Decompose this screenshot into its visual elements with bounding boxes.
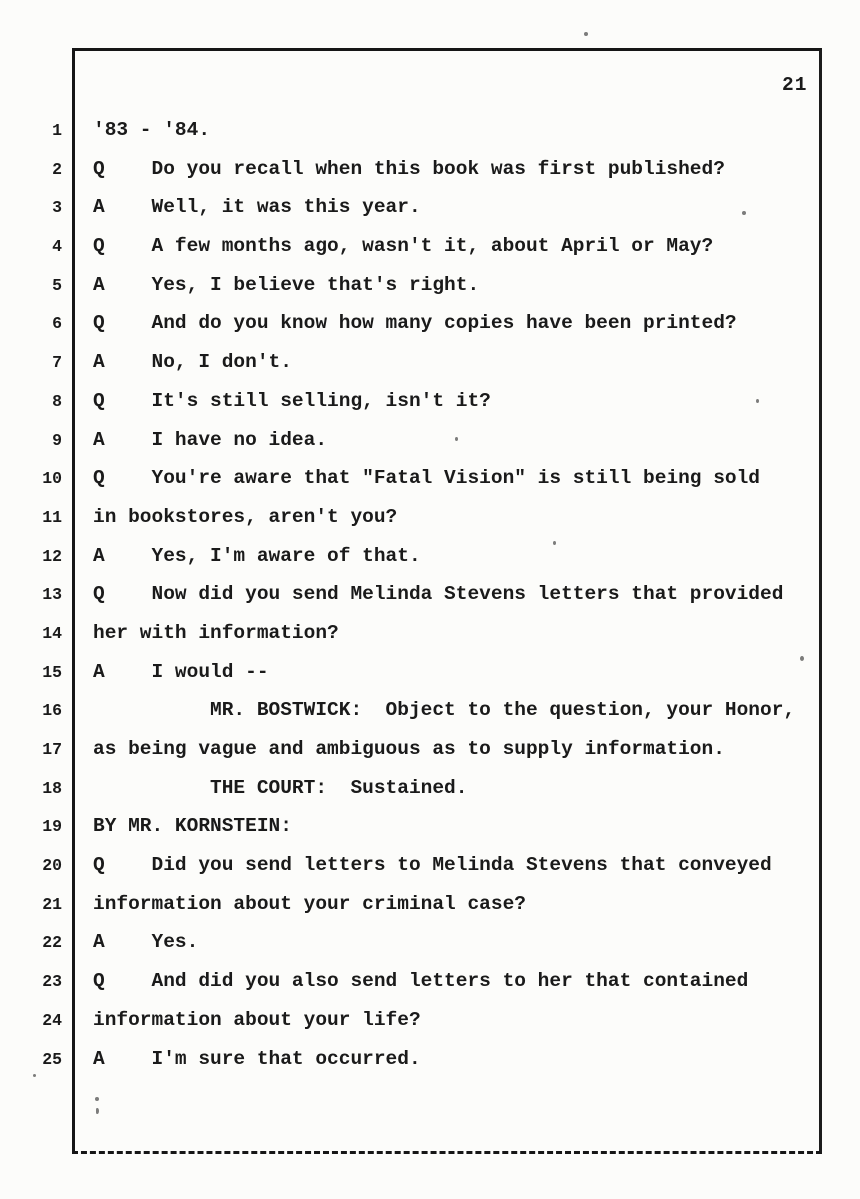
line-number: 22 [42, 933, 62, 953]
transcript-line: 8 Q It's still selling, isn't it? [0, 390, 860, 429]
line-text: MR. BOSTWICK: Object to the question, yo… [93, 699, 796, 722]
line-number: 4 [52, 237, 62, 257]
scan-artifact [756, 399, 759, 403]
line-number: 7 [52, 353, 62, 373]
page-border-frame [72, 48, 822, 1154]
line-number: 9 [52, 430, 62, 450]
transcript-line: 14 her with information? [0, 622, 860, 661]
line-text: A I would -- [93, 660, 269, 683]
transcript-line: 20 Q Did you send letters to Melinda Ste… [0, 854, 860, 893]
transcript-line: 5 A Yes, I believe that's right. [0, 274, 860, 313]
scan-artifact [553, 541, 556, 545]
line-number: 1 [52, 121, 62, 140]
transcript-line: 17 as being vague and ambiguous as to su… [0, 738, 860, 777]
line-number: 23 [42, 972, 62, 992]
line-number: 25 [42, 1049, 62, 1069]
transcript-line: 7 A No, I don't. [0, 351, 860, 390]
line-number: 6 [52, 314, 62, 334]
transcript-line: 9 A I have no idea. [0, 429, 860, 468]
line-number: 3 [52, 198, 62, 218]
line-text: THE COURT: Sustained. [93, 776, 468, 799]
line-number: 20 [42, 856, 62, 876]
line-text: A I have no idea. [93, 428, 328, 451]
line-number: 17 [42, 740, 62, 759]
scan-artifact [455, 437, 458, 441]
line-number: 19 [42, 817, 62, 837]
line-text: Q Do you recall when this book was first… [93, 157, 725, 180]
line-text: A Yes. [93, 931, 199, 954]
line-text: A Well, it was this year. [93, 196, 421, 219]
line-text: Q Did you send letters to Melinda Steven… [93, 854, 772, 877]
line-text: information about your life? [93, 1008, 421, 1031]
scan-artifact [95, 1097, 99, 1101]
line-text: A Yes, I'm aware of that. [93, 544, 421, 567]
line-number: 8 [52, 391, 62, 411]
line-number: 15 [42, 662, 62, 682]
line-text: A Yes, I believe that's right. [93, 273, 480, 296]
transcript-line: 11 in bookstores, aren't you? [0, 506, 860, 545]
line-number: 12 [42, 546, 62, 566]
line-text: her with information? [93, 621, 339, 644]
transcript-line: 12 A Yes, I'm aware of that. [0, 545, 860, 584]
transcript-line: 4 Q A few months ago, wasn't it, about A… [0, 235, 860, 274]
line-text: '83 - '84. [93, 119, 211, 141]
line-text: information about your criminal case? [93, 892, 526, 915]
line-text: in bookstores, aren't you? [93, 505, 398, 528]
transcript-line: 21 information about your criminal case? [0, 893, 860, 932]
transcript-line: 2 Q Do you recall when this book was fir… [0, 158, 860, 197]
scan-artifact [33, 1074, 36, 1077]
line-number: 16 [42, 701, 62, 721]
transcript-line: 10 Q You're aware that "Fatal Vision" is… [0, 467, 860, 506]
line-number: 10 [42, 469, 62, 489]
line-text: as being vague and ambiguous as to suppl… [93, 738, 725, 760]
scan-artifact [96, 1108, 99, 1114]
line-text: BY MR. KORNSTEIN: [93, 815, 292, 838]
transcript-lines: 1 '83 - '84. 2 Q Do you recall when this… [0, 119, 860, 1086]
line-number: 2 [52, 159, 62, 179]
transcript-line: 6 Q And do you know how many copies have… [0, 312, 860, 351]
line-text: Q And do you know how many copies have b… [93, 312, 737, 335]
line-number: 14 [42, 623, 62, 643]
line-number: 24 [42, 1010, 62, 1030]
line-number: 18 [42, 778, 62, 798]
line-number: 13 [42, 585, 62, 605]
transcript-line: 25 A I'm sure that occurred. [0, 1048, 860, 1087]
line-text: Q A few months ago, wasn't it, about Apr… [93, 235, 714, 258]
transcript-line: 3 A Well, it was this year. [0, 196, 860, 235]
line-number: 5 [52, 275, 62, 295]
line-text: Q You're aware that "Fatal Vision" is st… [93, 467, 761, 490]
page-number: 21 [782, 74, 808, 96]
transcript-line: 1 '83 - '84. [0, 119, 860, 158]
scan-artifact [800, 656, 804, 661]
transcript-line: 15 A I would -- [0, 661, 860, 700]
line-text: A I'm sure that occurred. [93, 1047, 421, 1070]
transcript-line: 23 Q And did you also send letters to he… [0, 970, 860, 1009]
line-number: 21 [42, 894, 62, 914]
transcript-line: 24 information about your life? [0, 1009, 860, 1048]
transcript-line: 13 Q Now did you send Melinda Stevens le… [0, 583, 860, 622]
line-text: Q It's still selling, isn't it? [93, 389, 491, 412]
line-text: A No, I don't. [93, 351, 292, 374]
transcript-line: 18 THE COURT: Sustained. [0, 777, 860, 816]
transcript-line: 22 A Yes. [0, 931, 860, 970]
transcript-line: 19 BY MR. KORNSTEIN: [0, 815, 860, 854]
scan-artifact [742, 211, 746, 215]
line-text: Q And did you also send letters to her t… [93, 970, 749, 993]
transcript-line: 16 MR. BOSTWICK: Object to the question,… [0, 699, 860, 738]
line-text: Q Now did you send Melinda Stevens lette… [93, 583, 784, 606]
line-number: 11 [42, 507, 62, 527]
scan-artifact [584, 32, 588, 36]
